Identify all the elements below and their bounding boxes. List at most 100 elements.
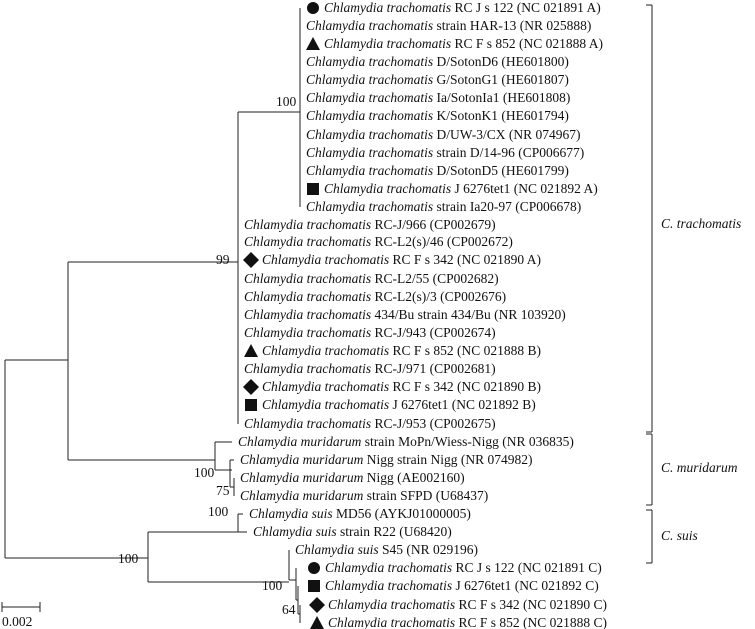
leaf-label: Chlamydia trachomatis RC-L2(s)/46 (CP002…: [244, 234, 513, 249]
leaf-species: Chlamydia muridarum: [240, 452, 364, 467]
leaf-species: Chlamydia muridarum: [240, 488, 364, 503]
leaf-label: Chlamydia trachomatis RC J s 122 (NC 021…: [324, 0, 601, 15]
leaf-strain: J 6276tet1 (NC 021892 C): [452, 578, 599, 593]
leaf-label: Chlamydia suis strain R22 (U68420): [253, 524, 452, 539]
leaf-species: Chlamydia trachomatis: [306, 72, 433, 87]
leaf-species: Chlamydia trachomatis: [306, 127, 433, 142]
marker-triangle-icon: [306, 37, 320, 50]
leaf-strain: J 6276tet1 (NC 021892 B): [389, 397, 536, 412]
leaf-strain: D/UW-3/CX (NR 074967): [433, 127, 580, 142]
leaf-strain: strain D/14-96 (CP006677): [433, 145, 584, 160]
leaf-species: Chlamydia muridarum: [238, 434, 362, 449]
leaf-strain: RC F s 342 (NC 021890 C): [455, 597, 607, 612]
leaf-species: Chlamydia trachomatis: [306, 90, 433, 105]
leaf-label: Chlamydia muridarum strain MoPn/Wiess-Ni…: [238, 434, 574, 449]
leaf-label: Chlamydia trachomatis D/SotonD5 (HE60179…: [306, 163, 569, 178]
leaf-strain: RC F s 852 (NC 021888 C): [455, 615, 607, 629]
leaf-label: Chlamydia trachomatis strain HAR-13 (NR …: [306, 18, 591, 33]
leaf-species: Chlamydia trachomatis: [262, 397, 389, 412]
leaf-strain: RC J s 122 (NC 021891 A): [451, 0, 601, 15]
leaf-strain: strain MoPn/Wiess-Nigg (NR 036835): [361, 434, 573, 449]
leaf-species: Chlamydia trachomatis: [262, 343, 389, 358]
leaf-strain: strain SFPD (U68437): [363, 488, 488, 503]
clade-label: C. trachomatis: [661, 216, 741, 231]
leaf-strain: Nigg strain Nigg (NR 074982): [363, 452, 532, 467]
leaf-label: Chlamydia suis MD56 (AYKJ01000005): [249, 506, 471, 521]
marker-triangle-icon: [244, 344, 258, 357]
leaf-label: Chlamydia trachomatis RC J s 122 (NC 021…: [325, 560, 602, 575]
leaf-strain: S45 (NR 029196): [379, 542, 478, 557]
leaf-label: Chlamydia trachomatis RC-J/971 (CP002681…: [244, 361, 496, 376]
leaf-species: Chlamydia suis: [295, 542, 379, 557]
bootstrap-value: 100: [194, 465, 215, 480]
bootstrap-value: 100: [208, 504, 229, 519]
marker-square-icon: [307, 183, 319, 195]
leaf-species: Chlamydia trachomatis: [244, 416, 371, 431]
leaf-strain: K/SotonK1 (HE601794): [433, 108, 569, 123]
leaf-species: Chlamydia trachomatis: [244, 361, 371, 376]
leaf-species: Chlamydia trachomatis: [306, 145, 433, 160]
leaf-species: Chlamydia muridarum: [240, 470, 364, 485]
leaf-species: Chlamydia trachomatis: [244, 325, 371, 340]
leaf-species: Chlamydia trachomatis: [324, 181, 451, 196]
leaf-label: Chlamydia trachomatis J 6276tet1 (NC 021…: [262, 397, 536, 412]
leaf-label: Chlamydia trachomatis strain Ia20-97 (CP…: [306, 199, 581, 214]
leaf-strain: G/SotonG1 (HE601807): [433, 72, 569, 87]
leaf-strain: strain HAR-13 (NR 025888): [433, 18, 591, 33]
leaf-strain: Ia/SotonIa1 (HE601808): [433, 90, 570, 105]
leaf-strain: D/SotonD5 (HE601799): [433, 163, 569, 178]
leaf-species: Chlamydia trachomatis: [306, 108, 433, 123]
leaf-strain: RC-J/971 (CP002681): [371, 361, 496, 376]
scale-label: 0.002: [2, 614, 32, 629]
leaf-strain: RC-J/943 (CP002674): [371, 325, 496, 340]
bootstrap-value: 75: [216, 483, 230, 498]
leaf-label: Chlamydia trachomatis J 6276tet1 (NC 021…: [325, 578, 599, 593]
leaf-strain: RC F s 852 (NC 021888 A): [451, 36, 603, 51]
leaf-species: Chlamydia trachomatis: [306, 18, 433, 33]
leaf-label: Chlamydia trachomatis RC F s 342 (NC 021…: [262, 379, 541, 394]
leaf-label: Chlamydia trachomatis D/UW-3/CX (NR 0749…: [306, 127, 581, 142]
leaf-label: Chlamydia trachomatis Ia/SotonIa1 (HE601…: [306, 90, 570, 105]
marker-diamond-icon: [243, 379, 259, 395]
leaf-strain: strain Ia20-97 (CP006678): [433, 199, 581, 214]
leaf-label: Chlamydia trachomatis 434/Bu strain 434/…: [244, 307, 566, 322]
leaf-label: Chlamydia trachomatis RC F s 342 (NC 021…: [328, 597, 607, 612]
leaf-label: Chlamydia trachomatis RC-J/966 (CP002679…: [244, 217, 496, 232]
leaf-label: Chlamydia muridarum Nigg strain Nigg (NR…: [240, 452, 533, 467]
leaf-strain: RC F s 852 (NC 021888 B): [389, 343, 541, 358]
marker-square-icon: [245, 399, 257, 411]
leaf-species: Chlamydia trachomatis: [328, 615, 455, 629]
leaf-strain: J 6276tet1 (NC 021892 A): [451, 181, 598, 196]
bootstrap-value: 100: [276, 94, 297, 109]
leaf-strain: 434/Bu strain 434/Bu (NR 103920): [371, 307, 566, 322]
leaf-species: Chlamydia trachomatis: [244, 289, 371, 304]
leaf-strain: strain R22 (U68420): [337, 524, 452, 539]
leaf-species: Chlamydia trachomatis: [306, 163, 433, 178]
leaf-label: Chlamydia muridarum strain SFPD (U68437): [240, 488, 488, 503]
leaf-strain: RC F s 342 (NC 021890 B): [389, 379, 541, 394]
leaf-strain: RC-J/966 (CP002679): [371, 217, 496, 232]
leaf-species: Chlamydia trachomatis: [244, 307, 371, 322]
leaf-label: Chlamydia trachomatis D/SotonD6 (HE60180…: [306, 54, 569, 69]
leaf-species: Chlamydia trachomatis: [262, 252, 389, 267]
leaf-strain: RC-L2/55 (CP002682): [371, 271, 499, 286]
marker-diamond-icon: [309, 597, 325, 613]
leaf-label: Chlamydia trachomatis RC F s 852 (NC 021…: [262, 343, 541, 358]
bootstrap-value: 64: [282, 602, 296, 617]
leaf-label: Chlamydia trachomatis strain D/14-96 (CP…: [306, 145, 584, 160]
marker-circle-icon: [307, 2, 319, 14]
leaf-label: Chlamydia trachomatis K/SotonK1 (HE60179…: [306, 108, 569, 123]
leaf-species: Chlamydia trachomatis: [306, 199, 433, 214]
marker-diamond-icon: [243, 252, 259, 268]
leaf-strain: RC J s 122 (NC 021891 C): [452, 560, 602, 575]
leaf-species: Chlamydia trachomatis: [244, 234, 371, 249]
leaf-species: Chlamydia trachomatis: [328, 597, 455, 612]
leaf-species: Chlamydia trachomatis: [324, 36, 451, 51]
leaf-label: Chlamydia trachomatis RC-J/953 (CP002675…: [244, 416, 496, 431]
bootstrap-value: 100: [118, 551, 139, 566]
leaf-species: Chlamydia suis: [249, 506, 333, 521]
leaf-label: Chlamydia trachomatis RC-J/943 (CP002674…: [244, 325, 496, 340]
leaf-species: Chlamydia trachomatis: [324, 0, 451, 15]
leaf-label: Chlamydia trachomatis RC-L2(s)/3 (CP0026…: [244, 289, 506, 304]
